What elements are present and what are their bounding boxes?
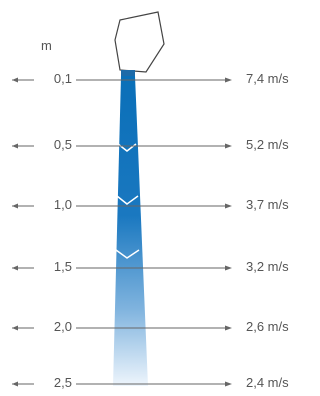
arrow-left-icon [12,203,18,209]
arrow-right-icon [225,143,232,149]
speed-label: 5,2 m/s [246,137,289,152]
arrow-left-icon [12,77,18,83]
arrow-right-icon [225,203,232,209]
arrow-right-icon [225,325,232,331]
chevron-marker [115,249,140,259]
arrow-right-icon [225,77,232,83]
speed-label: 2,6 m/s [246,319,289,334]
arrow-left-icon [12,265,18,271]
distance-label: 0,1 [53,71,72,86]
nozzle-outlet-icon [114,11,165,73]
distance-label: 2,5 [53,375,72,390]
arrow-left-icon [12,325,18,331]
speed-label: 7,4 m/s [246,71,289,86]
speed-label: 2,4 m/s [246,375,289,390]
distance-label: 1,0 [53,197,72,212]
distance-label: 0,5 [53,137,72,152]
measurement-lines [12,77,232,387]
air-jet [113,76,148,386]
chevron-marker [116,195,139,205]
arrow-left-icon [12,143,18,149]
unit-label: m [41,38,52,53]
nozzle-mouth [121,70,135,76]
distance-label: 2,0 [53,319,72,334]
speed-label: 3,7 m/s [246,197,289,212]
arrow-right-icon [225,265,232,271]
arrow-left-icon [12,381,18,387]
distance-label: 1,5 [53,259,72,274]
speed-label: 3,2 m/s [246,259,289,274]
arrow-right-icon [225,381,232,387]
